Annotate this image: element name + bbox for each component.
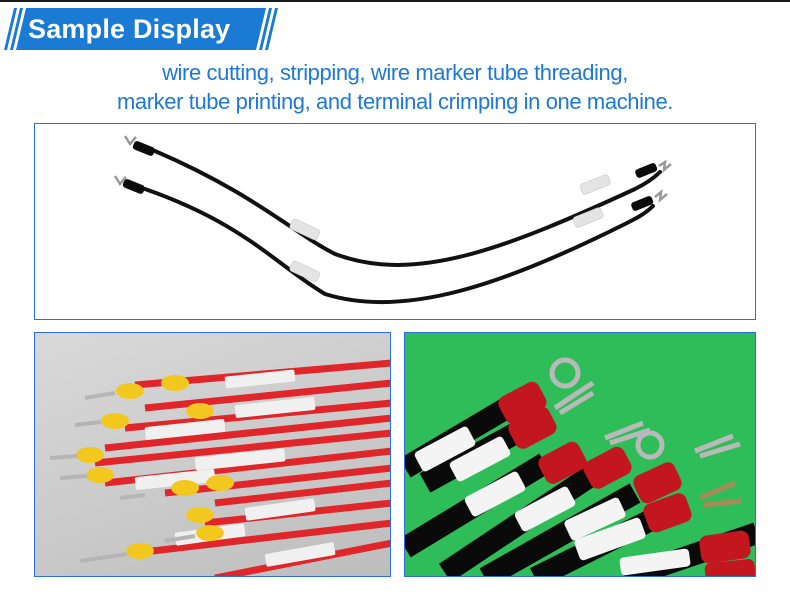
wire-illustration (113, 135, 672, 305)
section-title: Sample Display (28, 14, 231, 44)
ferrule-illustration (49, 359, 390, 576)
description-line-2: marker tube printing, and terminal crimp… (116, 89, 674, 114)
description: wire cutting, stripping, wire marker tub… (0, 58, 790, 116)
sample-image-black-wires (34, 123, 756, 320)
terminal-illustration (405, 357, 755, 576)
description-line-1: wire cutting, stripping, wire marker tub… (162, 60, 628, 85)
section-banner: Sample Display (0, 8, 290, 50)
top-divider-line (0, 0, 790, 2)
sample-image-red-wires (34, 332, 391, 577)
sample-image-crimped-terminals (404, 332, 756, 577)
banner-shape (4, 8, 278, 50)
